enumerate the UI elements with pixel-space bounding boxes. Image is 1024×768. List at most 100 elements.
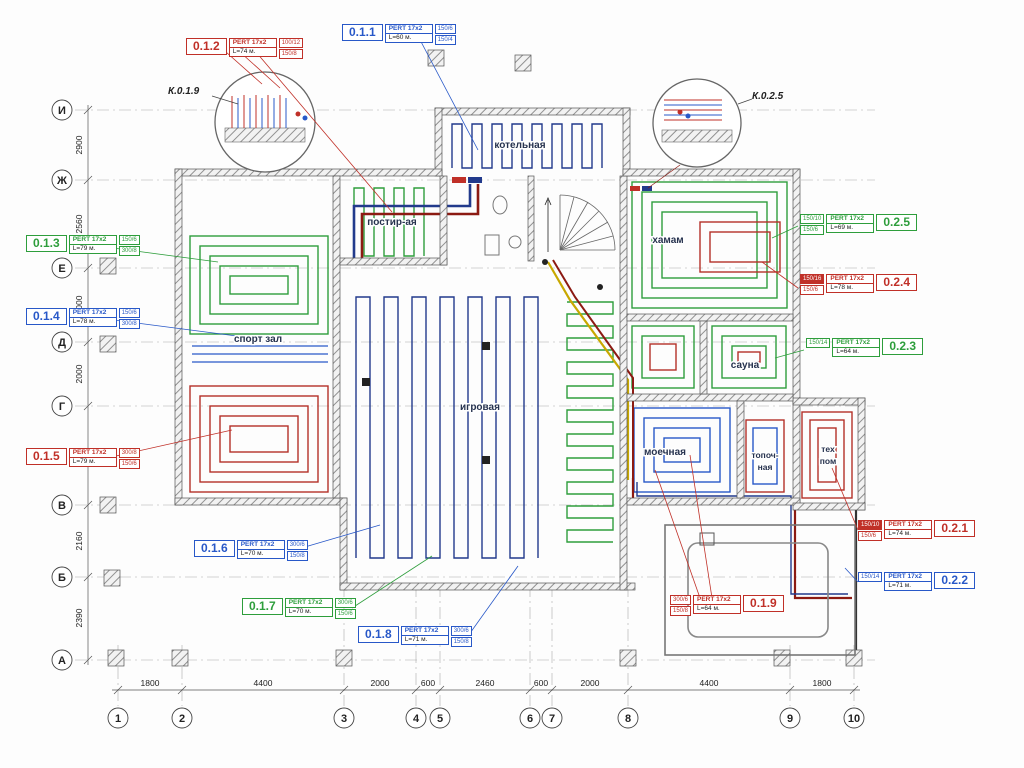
ratio-1: 150/10 [858, 520, 883, 530]
loop-id: 0.1.9 [743, 595, 784, 612]
ratio-2: 150/4 [434, 35, 456, 45]
pipe-spec: PERT 17x2 [833, 339, 880, 348]
ratio-1: 150/16 [800, 274, 825, 284]
pipe-spec: PERT 17x2 [885, 521, 932, 530]
row-axis-4: Г [59, 401, 66, 413]
pipe-length: L=79 м. [72, 245, 96, 252]
col-axis-7: 7 [549, 713, 555, 725]
pipe-spec: PERT 17x2 [69, 309, 116, 318]
col-axis-1: 1 [115, 713, 121, 725]
row-axis-7: А [58, 655, 66, 667]
pipe-length: L=74 м. [232, 48, 256, 55]
coil-laundry-green [353, 187, 425, 257]
row-axis-bubbles: И Ж Е Д Г В Б А [51, 99, 73, 671]
ratio-2: 300/8 [118, 319, 140, 329]
loop-id: 0.1.3 [26, 235, 67, 252]
coil-sauna-green-spiral [711, 325, 787, 389]
pipe-spec: PERT 17x2 [237, 541, 284, 550]
coil-playroom-navy [355, 296, 539, 559]
col-dim-1: 4400 [254, 678, 273, 688]
bottom-dimension-numbers: 1800 4400 2000 600 2460 600 2000 4400 18… [141, 678, 832, 688]
pipe-length: L=78 м. [830, 284, 854, 291]
coil-furnace-red-spiral [745, 419, 785, 493]
callout-leaders [97, 35, 859, 637]
loop-id: 0.1.6 [194, 540, 235, 557]
pipe-length: L=64 м. [836, 348, 860, 355]
ratio-1: 150/10 [800, 214, 825, 224]
ratio-2: 150/8 [450, 637, 472, 647]
loop-id: 0.2.1 [934, 520, 976, 537]
pipe-length: L=70 м. [288, 608, 312, 615]
coil-gym-red-spiral [189, 385, 329, 493]
row-dim-2: 2000 [74, 295, 84, 314]
ratio-1: 150/6 [434, 24, 456, 34]
coil-tech-red-spiral [801, 411, 853, 499]
room-label-washing: моечная [644, 447, 686, 458]
pipe-length: L=70 м. [240, 550, 264, 557]
pipe-length: L=71 м. [404, 636, 428, 643]
row-axis-6: Б [58, 572, 66, 584]
ratio-1: 300/6 [670, 595, 692, 605]
pipe-spec: PERT 17x2 [827, 215, 874, 224]
detail-circle-right [647, 78, 753, 189]
row-axis-1: Ж [56, 175, 67, 187]
ratio-2: 150/6 [118, 459, 140, 469]
ratio-1: 300/6 [286, 540, 308, 550]
coil-hammam-red-spiral [699, 221, 781, 273]
col-dim-2: 2000 [371, 678, 390, 688]
ratio-2: 150/6 [858, 531, 883, 541]
col-dim-6: 2000 [581, 678, 600, 688]
pipe-spec: PERT 17x2 [827, 275, 874, 284]
loop-id: 0.1.7 [242, 598, 283, 615]
bottom-dimension-line [112, 685, 860, 695]
ratio-2: 300/8 [118, 246, 140, 256]
pipe-length: L=74 м. [888, 530, 912, 537]
row-axis-2: Е [58, 263, 65, 275]
row-axis-5: В [58, 500, 66, 512]
loop-id: 0.1.2 [186, 38, 227, 55]
pipe-spec: PERT 17x2 [285, 599, 332, 608]
col-axis-3: 3 [341, 713, 347, 725]
bathroom-fixtures [484, 195, 522, 256]
col-axis-5: 5 [437, 713, 443, 725]
ratio-1: 100/12 [278, 38, 304, 48]
row-dim-3: 2000 [74, 364, 84, 383]
pipe-length: L=64 м. [697, 605, 720, 612]
col-axis-9: 9 [787, 713, 793, 725]
detail-circle-left [211, 71, 316, 173]
room-label-furnace-2: ная [758, 462, 773, 472]
loop-id: 0.2.5 [876, 214, 918, 231]
col-dim-4: 2460 [476, 678, 495, 688]
ratio-2: 150/8 [278, 49, 304, 59]
pipe-spec: PERT 17x2 [69, 449, 116, 458]
left-dimension-line [83, 105, 93, 665]
room-label-furnace-1: топоч- [751, 450, 778, 460]
ratio-1: 150/6 [118, 308, 140, 318]
pipe-spec: PERT 17x2 [885, 573, 932, 582]
plan-markers [362, 259, 603, 464]
column-axis-bubbles: 1 2 3 4 5 6 7 8 9 10 [107, 707, 865, 729]
room-label-boiler: котельная [494, 140, 545, 151]
ratio-2: 150/8 [286, 551, 308, 561]
coil-boiler-navy [451, 123, 603, 169]
room-label-laundry: постир-ая [367, 217, 417, 228]
pipe-spec: PERT 17x2 [385, 25, 432, 34]
ratio-1: 150/6 [118, 235, 140, 245]
col-axis-10: 10 [848, 713, 860, 725]
col-axis-4: 4 [413, 713, 420, 725]
loop-id: 0.2.4 [876, 274, 918, 291]
room-label-hammam: хамам [652, 235, 683, 246]
piers [99, 49, 863, 667]
room-label-tech-2: пом [820, 456, 837, 466]
pipe-length: L=78 м. [72, 318, 96, 325]
pipe-spec: PERT 17x2 [401, 627, 448, 636]
col-axis-8: 8 [625, 713, 631, 725]
ratio-1: 300/6 [450, 626, 472, 636]
